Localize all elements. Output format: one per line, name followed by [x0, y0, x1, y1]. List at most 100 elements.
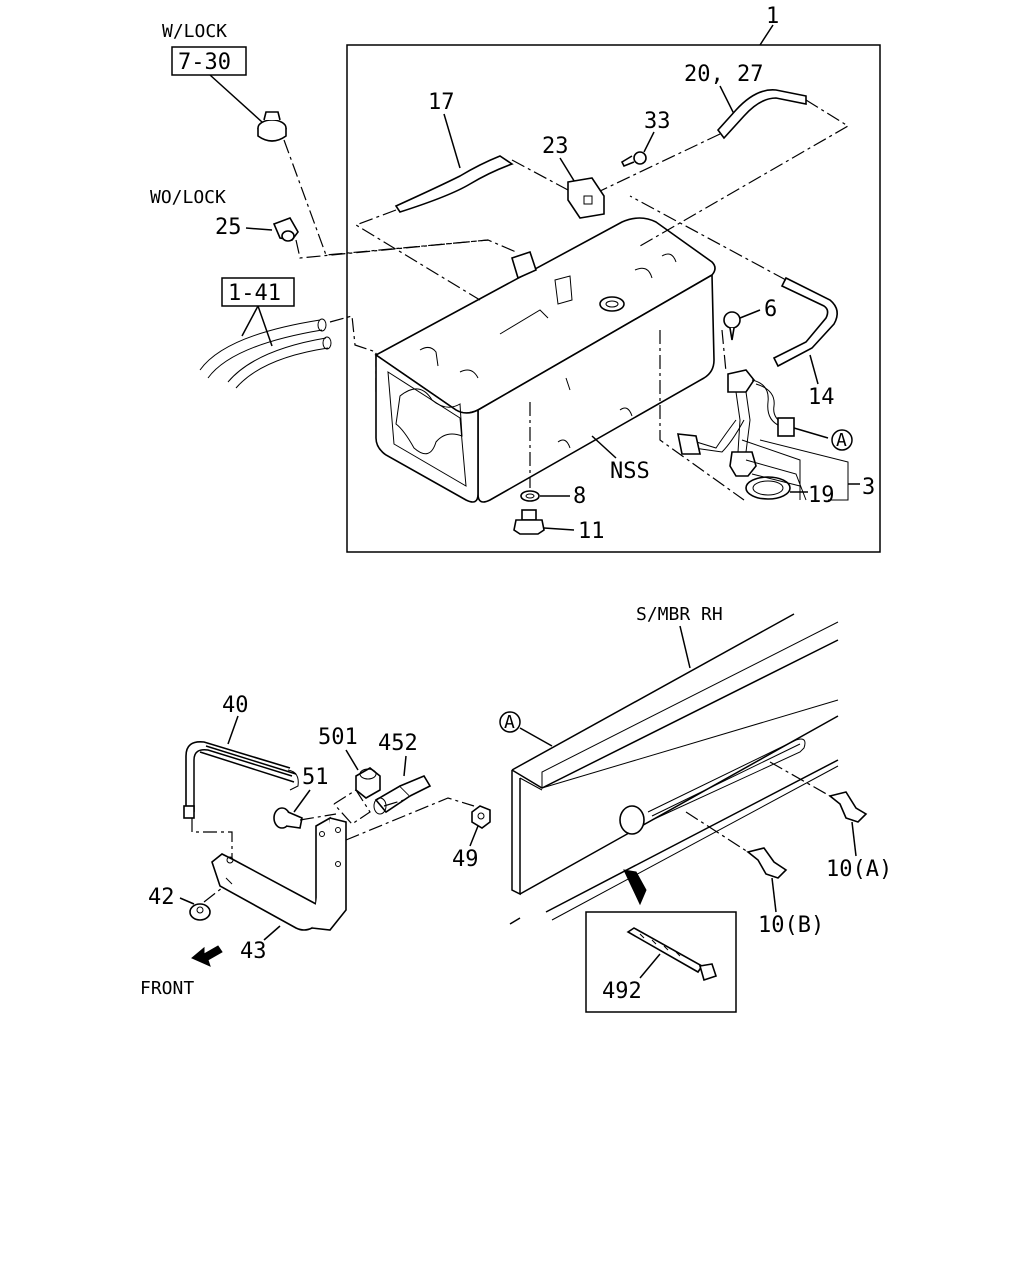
- side-member-rh-part: [509, 613, 839, 925]
- leader-20-27: [719, 85, 735, 115]
- label-part-10b: 10(B): [758, 913, 824, 938]
- label-part-501: 501: [318, 725, 358, 750]
- hose-part-17: [394, 155, 514, 213]
- label-part-51: 51: [302, 765, 329, 790]
- leader-492: [639, 953, 661, 979]
- nut-part-42: [189, 903, 211, 921]
- leader-11: [543, 527, 575, 531]
- label-smbr: S/MBR RH: [636, 604, 723, 625]
- label-part-17: 17: [428, 90, 455, 115]
- bracket-part-23: [567, 177, 605, 219]
- dash-nut-42: [203, 887, 223, 903]
- washer-part-8: [520, 490, 540, 502]
- dash-hose-17: [354, 159, 569, 301]
- fuel-tank-part: [374, 217, 716, 503]
- label-part-492: 492: [602, 979, 642, 1004]
- label-wo-lock: WO/LOCK: [150, 187, 226, 208]
- label-w-lock: W/LOCK: [162, 21, 227, 42]
- ref-box-7-30: [171, 46, 247, 76]
- dash-hose-14: [629, 195, 787, 281]
- leader-6: [739, 309, 761, 319]
- label-assy-1: 1: [766, 4, 779, 29]
- screw-part-6: [723, 311, 741, 341]
- label-part-8: 8: [573, 484, 586, 509]
- label-ref-7-30: 7-30: [178, 50, 231, 75]
- label-part-3: 3: [862, 475, 875, 500]
- label-part-42: 42: [148, 885, 175, 910]
- leader-25: [245, 227, 273, 231]
- fuel-cap-part-25: [272, 217, 299, 242]
- gasket-part-19: [745, 476, 791, 500]
- dash-gasket-19: [659, 330, 745, 501]
- callout-a-bottom: [499, 711, 521, 733]
- callout-a-top: [831, 429, 853, 451]
- hose-part-20-27: [716, 89, 807, 140]
- drain-plug-part-11: [513, 509, 545, 535]
- label-part-6: 6: [764, 297, 777, 322]
- label-callout-a-top: A: [836, 430, 847, 451]
- dash-band-40: [191, 818, 233, 858]
- leader-1-41-b: [257, 305, 273, 347]
- front-arrow-icon: [191, 945, 223, 967]
- label-part-14: 14: [808, 385, 835, 410]
- leader-40: [227, 715, 239, 745]
- leader-42: [179, 897, 195, 905]
- dash-clip-10b: [685, 811, 749, 853]
- dash-hose-20-27: [597, 99, 850, 247]
- leader-a-top: [793, 427, 829, 439]
- leader-33: [643, 131, 655, 153]
- leader-23: [559, 157, 577, 185]
- leader-10b: [771, 877, 777, 913]
- cable-tie-part-492: [626, 927, 718, 982]
- dash-hose-1-41: [329, 315, 377, 395]
- bracket-part-43: [211, 816, 347, 931]
- label-part-10a: 10(A): [826, 857, 892, 882]
- leader-51: [293, 789, 311, 813]
- bushing-part-501: [355, 767, 381, 799]
- label-part-33: 33: [644, 109, 671, 134]
- label-part-19: 19: [808, 483, 835, 508]
- screw-part-33: [620, 151, 647, 168]
- leader-a-bottom: [519, 727, 553, 747]
- dash-cap-25: [295, 239, 489, 259]
- leader-assy-1: [759, 24, 774, 46]
- dash-nut-49: [345, 797, 475, 841]
- label-part-49: 49: [452, 847, 479, 872]
- detail-box-492: [585, 911, 737, 1013]
- leader-452: [403, 755, 407, 777]
- dash-bolt-path: [299, 789, 405, 825]
- leader-10a: [851, 821, 857, 857]
- nut-part-49: [471, 805, 491, 829]
- leader-49: [469, 825, 479, 847]
- leader-14: [809, 354, 819, 385]
- fuel-sender-part-3: [677, 329, 801, 500]
- leader-501: [345, 749, 359, 771]
- dash-clip-10a: [769, 761, 831, 797]
- leader-1-41-a: [241, 305, 259, 337]
- leader-7-30: [209, 74, 263, 123]
- hose-part-14: [772, 276, 838, 368]
- leader-smbr: [679, 625, 691, 669]
- label-part-40: 40: [222, 693, 249, 718]
- label-part-11: 11: [578, 519, 605, 544]
- dash-cap-lock: [283, 139, 517, 256]
- assembly-frame: [346, 44, 881, 553]
- clip-part-10b: [746, 847, 788, 879]
- label-part-25: 25: [215, 215, 242, 240]
- clip-part-10a: [828, 791, 868, 823]
- label-front: FRONT: [140, 978, 194, 999]
- label-part-20-27: 20, 27: [684, 62, 763, 87]
- fuel-cap-lock-part: [257, 111, 287, 142]
- bracket-3: [759, 439, 849, 501]
- leader-17: [443, 113, 461, 169]
- tank-band-part-40: [183, 740, 299, 819]
- leader-nss: [591, 435, 617, 459]
- label-part-23: 23: [542, 134, 569, 159]
- label-ref-1-41: 1-41: [228, 281, 281, 306]
- bolt-part-51: [273, 807, 303, 829]
- leader-43: [263, 925, 281, 941]
- label-part-43: 43: [240, 939, 267, 964]
- ref-hoses-1-41: [199, 318, 332, 389]
- label-part-452: 452: [378, 731, 418, 756]
- label-nss: NSS: [610, 459, 650, 484]
